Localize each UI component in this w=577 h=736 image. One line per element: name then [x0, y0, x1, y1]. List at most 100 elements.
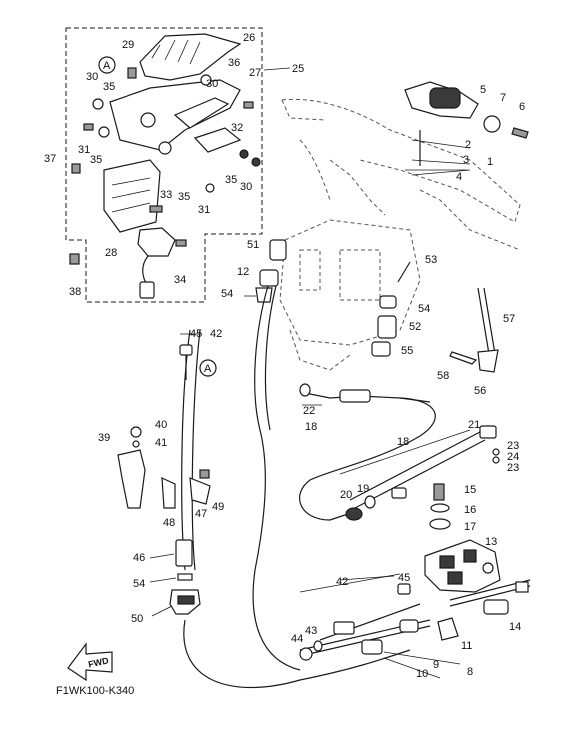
part-number-labels: 1 2 3 4 5 6 7 8 9 10 11 12 13 14 15 16 1… — [44, 32, 525, 680]
callout-a-mid: A — [199, 359, 217, 377]
handlebar-ghost — [281, 98, 521, 251]
label-54-right: 54 — [418, 303, 430, 315]
label-30b: 30 — [206, 78, 218, 90]
label-21: 21 — [468, 419, 480, 431]
label-32: 32 — [231, 122, 243, 134]
label-39: 39 — [98, 432, 110, 444]
right-grip — [404, 81, 529, 176]
label-10: 10 — [416, 668, 428, 680]
forward-arrow: FWD — [67, 642, 113, 682]
label-47: 47 — [195, 508, 207, 520]
label-25: 25 — [292, 63, 304, 75]
label-44: 44 — [291, 633, 303, 645]
label-26: 26 — [243, 32, 255, 44]
label-18-top: 18 — [305, 421, 317, 433]
inset-box — [65, 27, 263, 303]
part-42-45-upper — [179, 344, 193, 380]
label-22: 22 — [303, 405, 315, 417]
drawing-code: F1WK100-K340 — [56, 685, 134, 697]
label-17: 17 — [464, 521, 476, 533]
label-35b: 35 — [90, 154, 102, 166]
label-28: 28 — [105, 247, 117, 259]
label-16: 16 — [464, 504, 476, 516]
label-35d: 35 — [225, 174, 237, 186]
steering-control-box — [279, 219, 421, 371]
screws-inset — [69, 67, 261, 265]
label-43: 43 — [305, 625, 317, 637]
label-38: 38 — [69, 286, 81, 298]
part-13-bracket — [424, 539, 501, 593]
label-4: 4 — [456, 171, 462, 183]
label-27: 27 — [249, 67, 261, 79]
label-57: 57 — [503, 313, 515, 325]
label-13: 13 — [485, 536, 497, 548]
label-23a: 23 — [507, 440, 519, 452]
label-31b: 31 — [198, 204, 210, 216]
label-11: 11 — [461, 640, 472, 652]
label-23b: 23 — [507, 462, 519, 474]
label-48: 48 — [163, 517, 175, 529]
label-8: 8 — [467, 666, 473, 678]
cable-runs — [181, 285, 531, 688]
label-5: 5 — [480, 84, 486, 96]
part-8-11-lower — [361, 617, 459, 655]
label-6: 6 — [519, 101, 525, 113]
label-37: 37 — [44, 153, 56, 165]
leader-lines — [149, 67, 471, 679]
label-30a: 30 — [86, 71, 98, 83]
part-57-strap — [449, 287, 499, 373]
label-1: 1 — [487, 156, 493, 168]
label-52: 52 — [409, 321, 421, 333]
label-7: 7 — [500, 92, 506, 104]
label-42: 42 — [336, 576, 348, 588]
label-24: 24 — [507, 451, 519, 463]
part-15-17-stack — [429, 483, 451, 530]
part-27-bracket — [109, 79, 242, 155]
part-47-49-clamp — [161, 469, 211, 509]
part-51-12-plunger — [244, 239, 287, 303]
label-34: 34 — [174, 274, 186, 286]
label-42-top: 42 — [210, 328, 222, 340]
label-50: 50 — [131, 613, 143, 625]
label-29: 29 — [122, 39, 134, 51]
label-3: 3 — [463, 154, 469, 166]
label-9: 9 — [433, 659, 439, 671]
label-14: 14 — [509, 621, 521, 633]
label-45: 45 — [398, 572, 410, 584]
label-30c: 30 — [240, 181, 252, 193]
part-bracket-left — [103, 159, 161, 233]
label-18: 18 — [397, 436, 409, 448]
label-41: 41 — [155, 437, 167, 449]
part-28-switch — [137, 227, 176, 299]
label-19: 19 — [357, 483, 369, 495]
label-53: 53 — [425, 254, 437, 266]
label-33: 33 — [160, 189, 172, 201]
label-35a: 35 — [103, 81, 115, 93]
label-56: 56 — [474, 385, 486, 397]
callout-a-label: A — [103, 60, 111, 72]
callout-a-top: A — [98, 56, 116, 74]
part-39-41-bracket — [117, 426, 146, 509]
callout-a-label-2: A — [204, 363, 212, 375]
part-18-22-adjusters — [299, 383, 500, 521]
label-55: 55 — [401, 345, 413, 357]
label-36: 36 — [228, 57, 240, 69]
part-14-end — [483, 581, 529, 615]
label-51: 51 — [247, 239, 259, 251]
label-2: 2 — [465, 139, 471, 151]
label-54-lower: 54 — [133, 578, 145, 590]
label-58: 58 — [437, 370, 449, 382]
part-52-55-plunger — [371, 261, 411, 357]
part-26-cover — [139, 33, 242, 81]
label-49: 49 — [212, 501, 224, 513]
forward-arrow-label: FWD — [87, 655, 110, 669]
label-31a: 31 — [78, 144, 90, 156]
label-15: 15 — [464, 484, 476, 496]
label-40: 40 — [155, 419, 167, 431]
label-35c: 35 — [178, 191, 190, 203]
part-42-45-lower — [299, 583, 411, 661]
label-45-top: 45 — [190, 328, 202, 340]
part-46-50-shaft — [169, 539, 201, 615]
label-20: 20 — [340, 489, 352, 501]
